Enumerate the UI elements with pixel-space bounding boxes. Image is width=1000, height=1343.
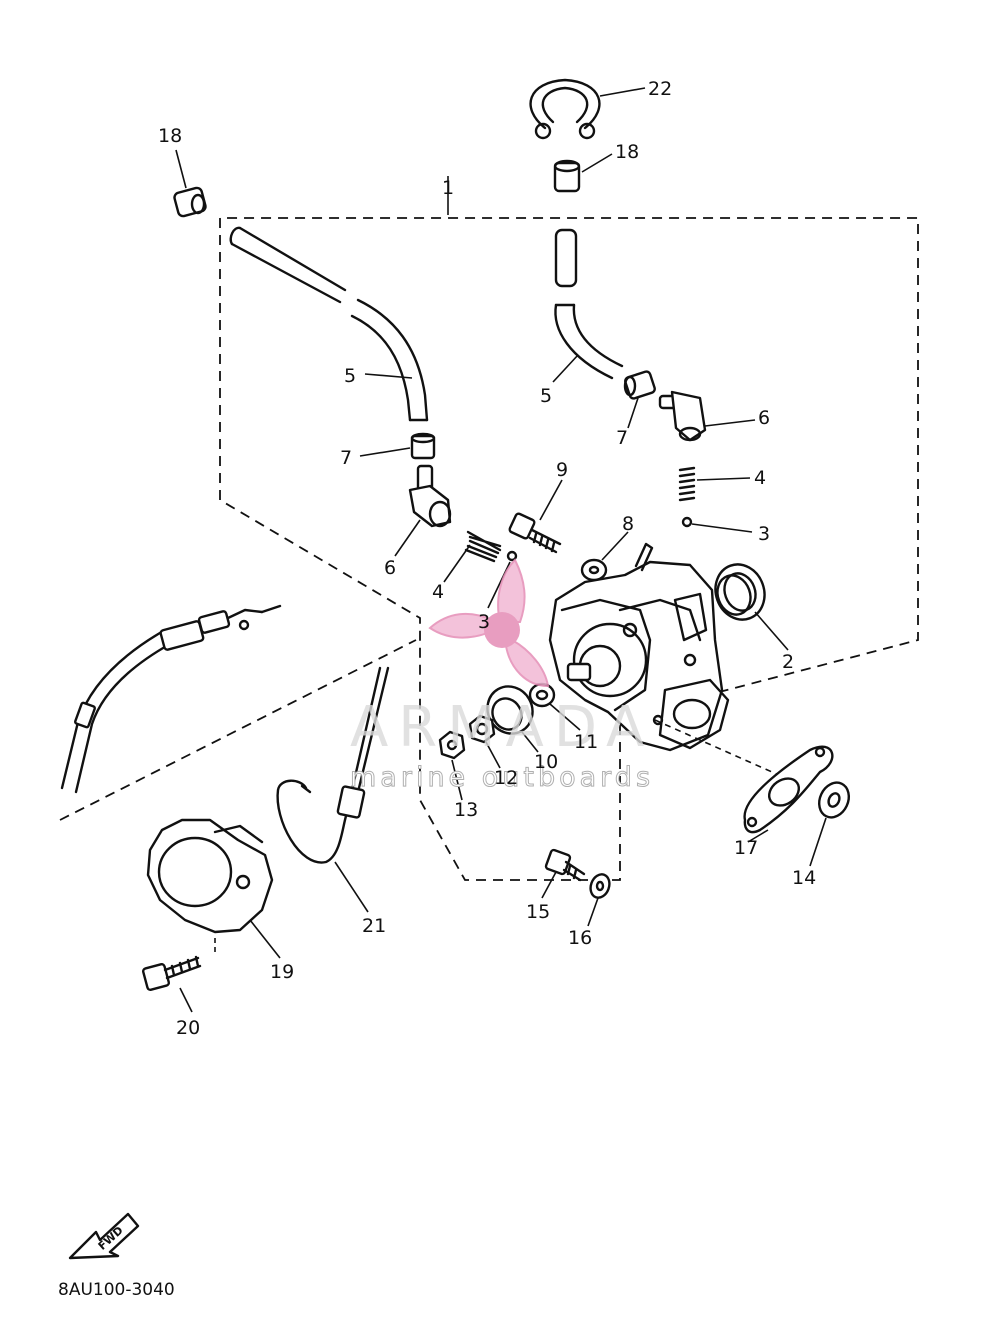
part-18-cap-top (553, 159, 581, 193)
part-3-ball-right (681, 516, 693, 528)
callout-10: 10 (534, 751, 558, 773)
part-22-clip (529, 78, 601, 140)
callout-15: 15 (526, 901, 550, 923)
part-17-gasket (743, 745, 834, 834)
part-9-screw (508, 512, 562, 554)
callout-labels: 1 2 3 3 4 4 5 5 6 6 7 7 8 9 10 11 12 13 … (158, 78, 816, 1039)
watermark-tagline: marine outboards (350, 762, 654, 793)
part-13-nut (438, 730, 466, 760)
callout-13: 13 (454, 799, 478, 821)
callout-11: 11 (574, 731, 598, 753)
callout-17: 17 (734, 837, 758, 859)
fuel-line-left (60, 604, 282, 794)
callout-3-left: 3 (478, 611, 490, 633)
callout-14: 14 (792, 867, 816, 889)
callout-22: 22 (648, 78, 672, 100)
callout-6-right: 6 (758, 407, 770, 429)
part-6-elbow-left (408, 464, 452, 528)
part-7-fitting-right (623, 370, 656, 400)
fuel-pump-body (548, 542, 730, 752)
callout-20: 20 (176, 1017, 200, 1039)
part-2-seal (714, 563, 766, 621)
callout-18-top: 18 (615, 141, 639, 163)
callout-1: 1 (442, 177, 454, 199)
callout-5-left: 5 (344, 365, 356, 387)
part-12-nut (468, 714, 496, 744)
armada-watermark: ARMADA marine outboards (350, 558, 654, 794)
callout-4-left: 4 (432, 581, 444, 603)
watermark-brand: ARMADA (350, 695, 654, 760)
callout-5-right: 5 (540, 385, 552, 407)
callout-7-left: 7 (340, 447, 352, 469)
callout-8: 8 (622, 513, 634, 535)
callout-9: 9 (556, 459, 568, 481)
part-21-cable (276, 666, 390, 864)
callout-21: 21 (362, 915, 386, 937)
callout-19: 19 (270, 961, 294, 983)
callout-18-left: 18 (158, 125, 182, 147)
part-6-elbow-right (658, 390, 707, 442)
part-4-spring-left (464, 530, 502, 563)
callout-16: 16 (568, 927, 592, 949)
part-8-washer (580, 558, 608, 582)
part-19-cover (146, 818, 274, 934)
part-15-bolt (544, 848, 586, 882)
part-16-washer (589, 873, 611, 899)
callout-12: 12 (494, 767, 518, 789)
part-3-ball-left (506, 550, 518, 562)
part-5-hose-left (229, 226, 429, 422)
part-14-washer (818, 781, 850, 819)
part-4-spring-right (678, 466, 696, 502)
reference-line-left (59, 639, 417, 821)
callout-3-right: 3 (758, 523, 770, 545)
fwd-direction-badge: FWD (68, 1212, 140, 1260)
callout-7-right: 7 (616, 427, 628, 449)
part-5-hose-right (554, 228, 624, 380)
diagram-code: 8AU100-3040 (58, 1280, 175, 1300)
callout-6-left: 6 (384, 557, 396, 579)
part-20-bolt (142, 955, 202, 991)
callout-2: 2 (782, 651, 794, 673)
callout-4-right: 4 (754, 467, 766, 489)
part-7-fitting-left (410, 432, 436, 460)
part-18-cap-left (173, 186, 207, 218)
propeller-logo (428, 558, 550, 688)
